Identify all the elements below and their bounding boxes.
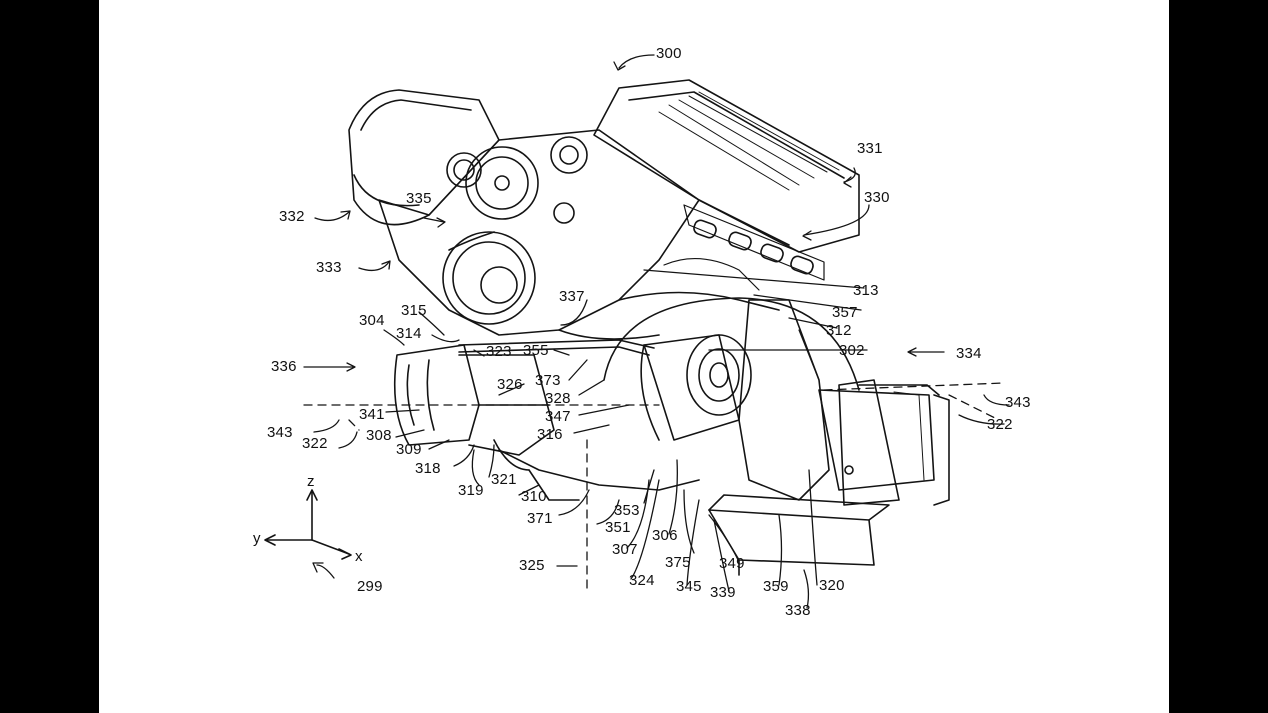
pulleys [442,136,588,325]
coolant-tube [458,339,655,356]
ref-numeral: 337 [559,288,585,305]
ref-numeral: 320 [819,577,845,594]
ref-numeral: 315 [401,302,427,319]
ref-numeral: 309 [396,441,422,458]
ref-numeral: 306 [652,527,678,544]
ref-numeral: 322 [302,435,328,452]
oil-sump [498,449,700,501]
engine-block [378,129,780,340]
ref-numeral: 331 [857,140,883,157]
ref-numeral: 351 [605,519,631,536]
axis-label-z: z [307,473,315,490]
ref-numeral: 349 [719,555,745,572]
ref-numeral: 334 [956,345,982,362]
ref-numeral: 318 [415,460,441,477]
ref-numeral: 355 [523,342,549,359]
ref-numeral: 333 [316,259,342,276]
ref-numeral: 353 [614,502,640,519]
ref-numeral: 357 [832,304,858,321]
transmission-housing [738,299,950,506]
ref-numeral: 323 [486,343,512,360]
leader-lines [303,54,1010,609]
bell-housing [603,297,860,391]
electric-machine [640,334,752,441]
ref-numeral: 371 [527,510,553,527]
ref-numeral: 347 [545,408,571,425]
ref-numeral: 343 [1005,394,1031,411]
ref-numeral: 322 [987,416,1013,433]
ref-numeral: 339 [710,584,736,601]
ref-numeral: 373 [535,372,561,389]
ref-numeral: 336 [271,358,297,375]
ref-numeral: 328 [545,390,571,407]
ref-numeral: 307 [612,541,638,558]
ref-numeral: 324 [629,572,655,589]
ref-numeral: 319 [458,482,484,499]
valve-cover-right [593,79,860,253]
ref-numeral: 335 [406,190,432,207]
ref-numeral: 330 [864,189,890,206]
ref-numeral: 341 [359,406,385,423]
ref-numeral: 375 [665,554,691,571]
ref-numeral: 325 [519,557,545,574]
ref-numeral: 343 [267,424,293,441]
patent-drawing-sheet: z y x 300 331 330 332 335 333 313 337 35… [99,0,1169,713]
exhaust-ports [683,204,825,281]
ref-numeral: 304 [359,312,385,329]
coordinate-axes [264,489,352,560]
axis-label-x: x [355,548,363,565]
ref-numeral: 308 [366,427,392,444]
axis-label-y: y [253,530,261,547]
ref-numeral: 316 [537,426,563,443]
ref-numeral: 313 [853,282,879,299]
ref-numeral: 300 [656,45,682,62]
ref-numeral: 345 [676,578,702,595]
ref-numeral: 338 [785,602,811,619]
ref-numeral: 314 [396,325,422,342]
engine-transmission-drawing [264,54,1010,609]
ref-numeral: 299 [357,578,383,595]
ref-numeral: 302 [839,342,865,359]
ref-numeral: 326 [497,376,523,393]
ref-numeral: 359 [763,578,789,595]
ref-numeral: 332 [279,208,305,225]
ref-numeral: 312 [826,322,852,339]
ref-numeral: 310 [521,488,547,505]
dashed-reference-lines [303,382,1005,591]
ref-numeral: 321 [491,471,517,488]
